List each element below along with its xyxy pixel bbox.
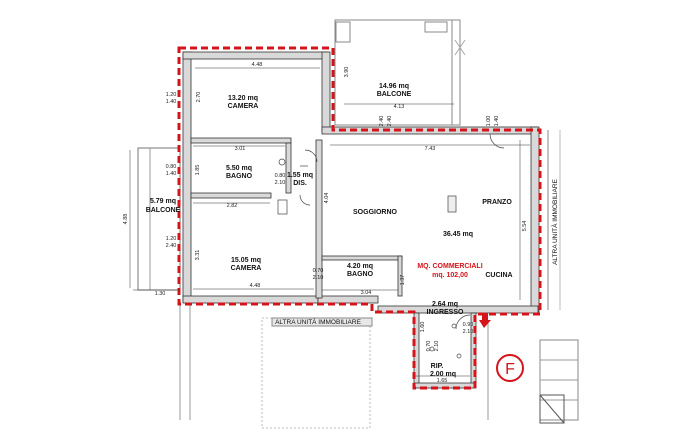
dim-camera-top-height: 2.70 (196, 92, 202, 103)
dim-dis-height: 4.04 (324, 193, 330, 204)
dim-balcone-left-width: 1.30 (155, 291, 166, 297)
dim-bagno-window-b: 1.40 (166, 171, 177, 177)
dim-door-c-a: 0.70 (313, 268, 324, 274)
dim-balcone-top-height: 3.90 (344, 67, 350, 78)
dim-window-left-a: 1.20 (166, 92, 177, 98)
rip-area: 2.00 mq (430, 371, 456, 378)
dim-top-window-b: 2.40 (387, 116, 393, 127)
dim-living-width: 7.43 (425, 146, 436, 152)
balcone-left-name: BALCONE (146, 207, 181, 214)
bagno-bottom-area: 4.20 mq (347, 263, 373, 270)
dim-camera-top-width: 4.48 (252, 62, 263, 68)
neighbor-structures (137, 19, 579, 429)
dis-area: 1.55 mq (287, 172, 313, 179)
dim-bagno-bottom-width: 3.04 (361, 290, 372, 296)
neighbor-bottom-label: ALTRA UNITÀ IMMOBILIARE (275, 317, 362, 326)
camera-top-area: 13.20 mq (228, 95, 258, 102)
dim-door-a: 0.80 (275, 173, 286, 179)
dim-rip-door-a: 0.70 (426, 341, 432, 352)
commercial-perimeter (177, 46, 542, 390)
dimension-texts: 4.48 2.70 3.90 4.13 1.20 1.40 3.01 1.85 … (123, 62, 528, 384)
dim-door-b: 2.10 (275, 180, 286, 186)
dis-name: DIS. (293, 180, 307, 187)
bagno-top-area: 5.50 mq (226, 165, 252, 172)
camera-top-name: CAMERA (228, 103, 259, 110)
dim-window-c-b: 2.40 (166, 243, 177, 249)
dim-balcone-left-height: 4.88 (123, 214, 129, 225)
commercial-area: MQ. COMMERCIALI mq. 102,00 (417, 263, 482, 279)
marker-f: F (496, 354, 524, 382)
camera-bottom-name: CAMERA (231, 265, 262, 272)
dim-rip-door-b: 2.10 (434, 341, 440, 352)
balcone-top-name: BALCONE (377, 91, 412, 98)
dim-rip-height: 1.60 (420, 322, 426, 333)
dimension-lines (129, 67, 530, 377)
dim-ingresso-door-b: 2.10 (463, 329, 474, 335)
neighbor-right-label: ALTRA UNITÀ IMMOBILIARE (550, 178, 559, 265)
dim-balcone-top-width: 4.13 (394, 104, 405, 110)
dim-camera-bottom-height: 3.31 (195, 250, 201, 261)
dim-bagno-window-a: 0.80 (166, 164, 177, 170)
dim-top-window-d: 1.40 (494, 116, 500, 127)
cucina-name: CUCINA (485, 272, 512, 279)
dim-camera-bottom-width: 2.82 (227, 203, 238, 209)
dim-window-c-a: 1.20 (166, 236, 177, 242)
dim-ingresso-door-a: 0.90 (463, 322, 474, 328)
dim-bagno-height: 1.85 (195, 165, 201, 176)
dim-rip-width: 1.65 (437, 378, 448, 384)
dim-camera-bottom-base: 4.48 (250, 283, 261, 289)
balcone-top-area: 14.96 mq (379, 83, 409, 90)
marker-f-label: F (505, 361, 515, 378)
bagno-bottom-name: BAGNO (347, 271, 374, 278)
room-labels: 13.20 mq CAMERA 14.96 mq BALCONE 5.50 mq… (146, 83, 513, 378)
ingresso-name: INGRESSO (427, 309, 465, 316)
commercial-value: mq. 102,00 (432, 272, 468, 279)
dim-top-window-a: 2.40 (379, 116, 385, 127)
living-area: 36.45 mq (443, 231, 473, 238)
dim-door-c-b: 2.10 (313, 275, 324, 281)
soggiorno-name: SOGGIORNO (353, 209, 398, 216)
dim-bagno-width: 3.01 (235, 146, 246, 152)
dim-window-left-b: 1.40 (166, 99, 177, 105)
dim-bagno-bottom-height: 1.37 (400, 275, 406, 286)
pranzo-name: PRANZO (482, 199, 512, 206)
dim-top-window-c: 1.00 (486, 116, 492, 127)
camera-bottom-area: 15.05 mq (231, 257, 261, 264)
entrance-arrow-icon (479, 313, 491, 328)
ingresso-area: 2.64 mq (432, 301, 458, 308)
fixtures (277, 133, 505, 359)
commercial-label: MQ. COMMERCIALI (417, 263, 482, 270)
bagno-top-name: BAGNO (226, 173, 253, 180)
rip-name: RIP. (431, 363, 444, 370)
balcone-left-area: 5.79 mq (150, 198, 176, 205)
dim-living-height: 5.54 (522, 221, 528, 232)
